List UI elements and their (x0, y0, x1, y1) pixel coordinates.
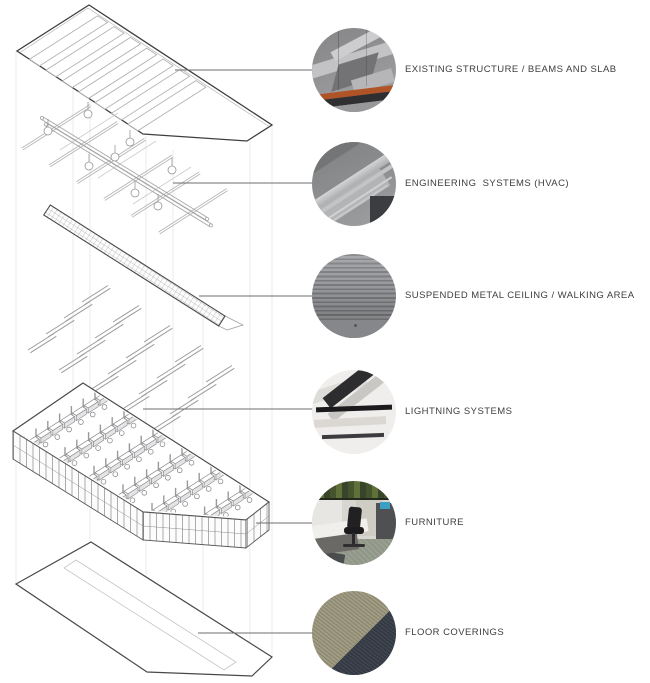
floor-layer-drawing (14, 541, 273, 677)
photo-metal-ceiling (312, 254, 396, 338)
furniture-layer-drawing (11, 382, 271, 549)
hvac-layer-drawing (21, 102, 228, 235)
formwork-joint-line (338, 28, 339, 90)
linear-light-fixture (321, 432, 385, 439)
metal-ceiling-layer-drawing (42, 204, 244, 331)
hvac-diffusers (43, 102, 177, 211)
slat-ceiling-edge (312, 320, 396, 338)
layer-label-furniture: FURNITURE (405, 517, 464, 528)
photo-furniture (312, 481, 396, 565)
layer-label-floor-coverings: FLOOR COVERINGS (405, 627, 505, 638)
photo-floor-coverings (312, 591, 396, 675)
slab-layer-drawing (15, 4, 274, 142)
leader-lines (143, 69, 313, 634)
office-chair-seat (344, 527, 364, 534)
blue-screen (380, 502, 390, 509)
photo-hvac-systems (312, 142, 396, 226)
linear-light-fixture (315, 404, 393, 412)
dark-cabinet (376, 503, 396, 545)
ceiling-panel-shape (313, 416, 387, 428)
dark-corner-block (370, 196, 396, 224)
layer-label-metal-ceiling: SUSPENDED METAL CEILING / WALKING AREA (405, 290, 635, 301)
layer-label-lightning-systems: LIGHTNING SYSTEMS (405, 406, 513, 417)
ceiling-fixture-dot (354, 324, 357, 327)
layer-label-engineering-systems: ENGINEERING SYSTEMS (HVAC) (405, 178, 569, 189)
layer-label-existing-structure: EXISTING STRUCTURE / BEAMS AND SLAB (405, 64, 617, 75)
dark-carpet-half (312, 592, 396, 675)
office-chair-post (352, 533, 355, 545)
plant-wall (312, 481, 396, 500)
office-chair-base (343, 544, 365, 547)
photo-existing-structure (312, 28, 396, 112)
photo-lighting-systems (312, 370, 396, 454)
formwork-joint-line (366, 28, 367, 86)
